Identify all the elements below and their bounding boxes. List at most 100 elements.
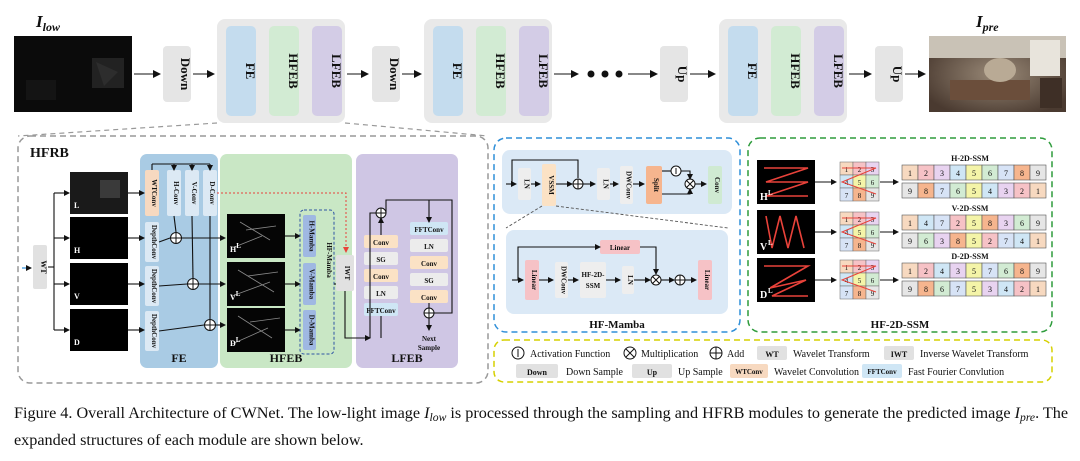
band-h-label: H xyxy=(74,246,81,255)
ln-label-3: LN xyxy=(626,275,634,285)
legend-up-key: Up xyxy=(647,368,658,377)
ssm-seq-number: 4 xyxy=(1020,237,1024,246)
hf2dssm-panel xyxy=(747,137,1053,333)
ssm-grid-number: 7 xyxy=(845,242,849,250)
legend-iwt-key: IWT xyxy=(891,350,908,359)
hf-mamba-add xyxy=(572,178,584,190)
ssm-seq-number: 7 xyxy=(1004,169,1008,178)
lfeb-label-1: LFEB xyxy=(329,54,344,88)
hfrb-panel xyxy=(17,135,489,384)
fe-add-d xyxy=(204,319,216,331)
dconv-label: D-Conv xyxy=(208,181,216,205)
legend-down-key-box xyxy=(516,364,558,378)
ssm-seq-number: 3 xyxy=(940,169,944,178)
legend-down-desc: Down Sample xyxy=(566,367,624,378)
ssm-seq-cell xyxy=(1029,262,1047,279)
legend-wt-desc: Wavelet Transform xyxy=(793,349,870,360)
ssm-seq-number: 1 xyxy=(1036,187,1040,196)
wt-box xyxy=(33,245,47,289)
legend-up-key-box xyxy=(632,364,672,378)
hf-mamba-vertical-label: HF-Mamba xyxy=(325,242,333,278)
vssm-label: VSSM xyxy=(547,175,555,195)
ln-box-3 xyxy=(622,266,634,294)
vl-label: VL xyxy=(230,290,241,302)
ssm-seq-number: 6 xyxy=(1004,267,1008,276)
legend-iwt-desc: Inverse Wavelet Transform xyxy=(920,349,1029,360)
band-l-label: L xyxy=(74,201,79,210)
ssm-seq-number: 3 xyxy=(940,237,944,246)
ssm-seq-number: 7 xyxy=(1004,237,1008,246)
lfeb-left-4: FFTConv xyxy=(366,307,396,315)
vconv-label: V-Conv xyxy=(190,182,198,205)
ssm-grid-number: 2 xyxy=(858,166,862,174)
expand-line-left xyxy=(17,122,218,137)
ssm-seq-number: 6 xyxy=(988,169,992,178)
legend-down-key: Down xyxy=(527,368,548,377)
dwconv-label: DWConv xyxy=(625,171,633,200)
expand-line-right xyxy=(344,122,489,137)
ssm-grid-number: 5 xyxy=(858,179,862,187)
add-symbol-2 xyxy=(674,274,686,286)
ssm-seq-number: 4 xyxy=(956,169,960,178)
ssm-seq-number: 6 xyxy=(1020,219,1024,228)
lfeb-left-stack xyxy=(364,235,398,316)
depthconv-label-v: DepthConv xyxy=(150,269,158,304)
ssm-seq-number: 8 xyxy=(988,219,992,228)
linear-label-1: Linear xyxy=(530,270,538,290)
ssm-grid-number: 3 xyxy=(871,264,875,272)
vmamba-box xyxy=(303,263,316,305)
ssm-seq-number: 2 xyxy=(924,267,928,276)
ssm-seq-number: 9 xyxy=(1036,169,1040,178)
legend-activation-icon xyxy=(511,346,525,360)
hfeb-label-1: HFEB xyxy=(286,53,301,89)
ssm-grid-number: 3 xyxy=(871,216,875,224)
skip-connection xyxy=(217,192,349,253)
band-image-d xyxy=(70,309,128,351)
ssm-seq-number: 3 xyxy=(988,285,992,294)
ssm-seq-number: 3 xyxy=(956,267,960,276)
down-label-2: Down xyxy=(387,58,402,91)
ssm-grid-scan xyxy=(840,217,877,245)
next-sample-line1: Next xyxy=(422,335,437,343)
legend-multiplication: Multiplication xyxy=(641,349,698,360)
split-box xyxy=(646,166,662,204)
ssm-seq-number: 9 xyxy=(1036,267,1040,276)
depthconv-label-h: DepthConv xyxy=(150,225,158,260)
ssm-seq-number: 7 xyxy=(956,285,960,294)
band-image-l xyxy=(70,172,128,214)
ssm-seq-number: 1 xyxy=(908,267,912,276)
ssm-seq-number: 5 xyxy=(972,219,976,228)
depthconv-label-d: DepthConv xyxy=(150,314,158,349)
lfeb-label-3: LFEB xyxy=(831,54,846,88)
depthconv-box-d xyxy=(145,311,159,351)
ssm-seq-number: 5 xyxy=(972,187,976,196)
down-block-1 xyxy=(163,46,191,102)
ssm-seq-number: 6 xyxy=(956,187,960,196)
dl-image xyxy=(227,308,285,352)
legend-wtconv-key-box xyxy=(730,364,768,378)
ssm-seq-number: 4 xyxy=(940,267,944,276)
ssm-grid-scan xyxy=(840,167,877,195)
vssm-box xyxy=(542,164,556,206)
hfeb-section-label: HFEB xyxy=(270,351,303,365)
linear-box-2 xyxy=(698,260,712,300)
fe-label-3: FE xyxy=(745,63,760,80)
output-predicted-image xyxy=(929,36,1066,112)
ssm-grid-number: 9 xyxy=(871,290,875,298)
legend-wtconv-desc: Wavelet Convolution xyxy=(774,367,859,378)
ssm-grid-scan xyxy=(840,265,877,293)
ssm-grid-number: 4 xyxy=(845,277,849,285)
ssm-seq-number: 1 xyxy=(1036,285,1040,294)
architecture-diagram: .lbl{font-family:"Liberation Serif",seri… xyxy=(14,12,1066,384)
legend-multiply-icon xyxy=(623,346,637,360)
up-block-2 xyxy=(875,46,903,102)
ssm-seq-number: 5 xyxy=(972,285,976,294)
hl-image xyxy=(227,214,285,258)
dwconv-label-2: DWConv xyxy=(560,266,568,295)
legend-fftconv-desc: Fast Fourier Convlution xyxy=(908,367,1004,378)
dmamba-label: D-Mamba xyxy=(308,315,316,346)
ssm-seq-number: 8 xyxy=(1020,267,1024,276)
ssm-seq-number: 4 xyxy=(1004,285,1008,294)
ssm-scan-path xyxy=(765,215,805,249)
lfeb-right-4: Conv xyxy=(421,294,437,302)
